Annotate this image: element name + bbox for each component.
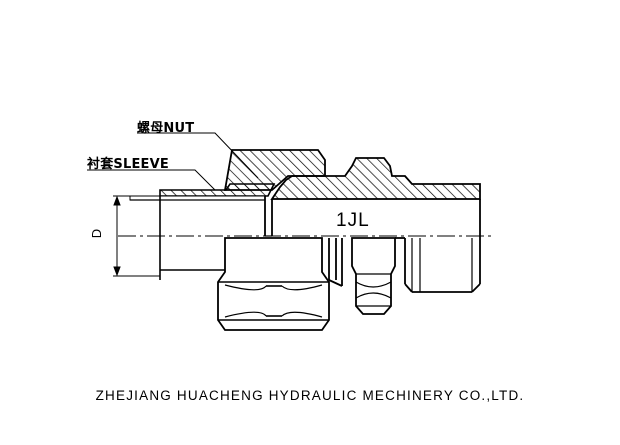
dimension-d bbox=[113, 195, 160, 277]
dimension-label: D bbox=[89, 228, 105, 239]
body-section bbox=[270, 157, 481, 200]
nut-section bbox=[223, 149, 326, 191]
body-outline-lower bbox=[271, 199, 481, 315]
bore-lines bbox=[265, 198, 480, 237]
nut-label: 螺母NUT bbox=[137, 121, 195, 136]
model-code: 1JL bbox=[336, 210, 370, 231]
company-name: ZHEJIANG HUACHENG HYDRAULIC MECHINERY CO… bbox=[95, 388, 525, 403]
leader-lines bbox=[87, 132, 259, 191]
tube-outline bbox=[130, 196, 266, 280]
nut-hex-lower bbox=[217, 237, 330, 331]
sleeve-label: 衬套SLEEVE bbox=[87, 157, 169, 172]
